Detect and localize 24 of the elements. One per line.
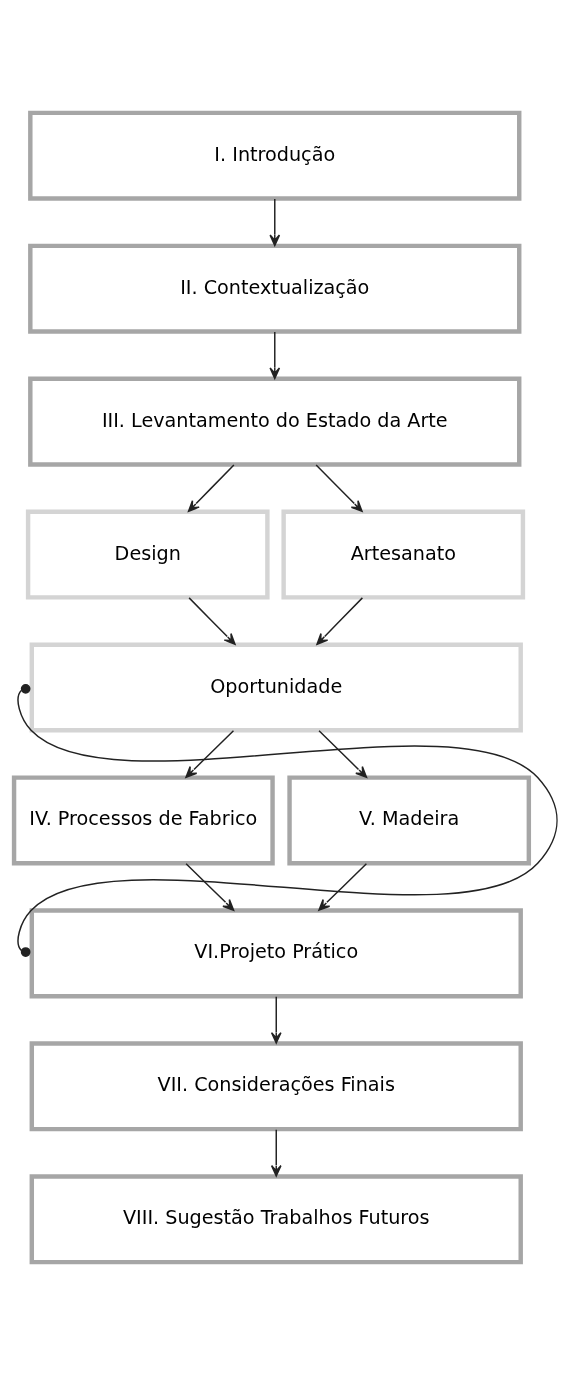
node-box: I. Introdução [28,110,522,201]
arrow [316,596,364,645]
arrow [185,729,235,778]
arrow [318,729,368,778]
node-box: II. Contextualização [28,243,522,334]
connector [17,683,558,957]
arrow [185,862,235,911]
node-box: VIII. Sugestão Trabalhos Futuros [29,1173,523,1264]
arrow [318,862,368,911]
arrow [270,1128,282,1177]
node-box: IV. Processos de Fabrico [11,774,275,865]
arrow [270,995,282,1044]
node-box: Design [25,509,270,600]
arrow [187,463,235,512]
arrow [269,330,281,379]
arrow [269,197,281,246]
node-box: VI.Projeto Prático [29,907,523,998]
node-box: Oportunidade [29,641,523,733]
node-box: III. Levantamento do Estado da Arte [28,376,522,467]
arrow [315,463,363,512]
node-box: VII. Considerações Finais [29,1040,523,1131]
arrow [188,596,236,645]
node-box: Artesanato [281,509,526,600]
node-box: V. Madeira [287,774,532,865]
